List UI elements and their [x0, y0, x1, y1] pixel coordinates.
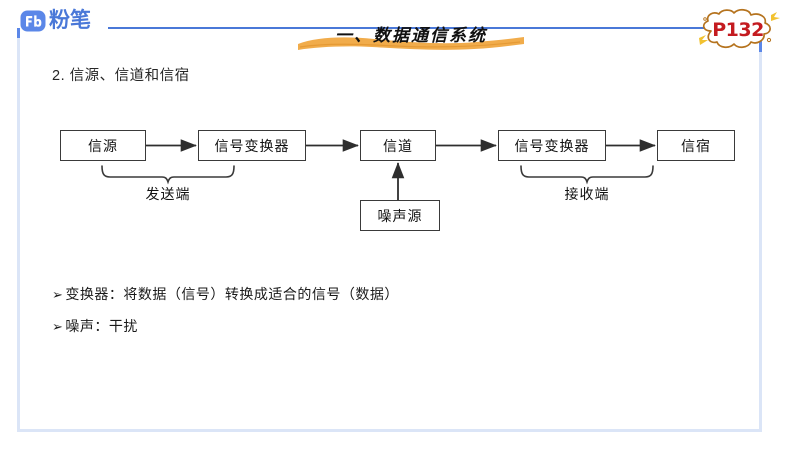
frame-border-top	[108, 27, 763, 29]
bullet-text-converter: 变换器：将数据（信号）转换成适合的信号（数据）	[65, 286, 399, 302]
page-number-label: P132	[712, 19, 764, 41]
bullet-item-converter: ➢ 变换器：将数据（信号）转换成适合的信号（数据）	[52, 284, 399, 304]
frame-border-right	[759, 30, 762, 432]
title-brush-stroke	[298, 37, 524, 50]
frame-border-bottom	[17, 429, 762, 432]
bullet-arrow-icon: ➢	[52, 319, 64, 334]
section-subheading: 2. 信源、信道和信宿	[52, 68, 190, 84]
bullet-item-noise: ➢ 噪声：干扰	[52, 316, 138, 336]
page-number-badge: P132	[693, 7, 783, 55]
bullet-text-noise: 噪声：干扰	[65, 318, 138, 334]
diagram-node-channel: 信道	[360, 130, 436, 161]
frame-border-left	[17, 30, 20, 432]
diagram-label-sending-end: 发送端	[145, 186, 191, 202]
diagram-node-converter-1: 信号变换器	[198, 130, 306, 161]
bullet-arrow-icon: ➢	[52, 287, 64, 302]
diagram-node-source: 信源	[60, 130, 146, 161]
page-title: 一、数据通信系统	[335, 26, 487, 45]
diagram-node-sink: 信宿	[657, 130, 735, 161]
diagram-node-noise-source: 噪声源	[360, 200, 440, 231]
slide-title-block: 一、数据通信系统	[296, 21, 526, 53]
fenbi-logo-icon	[20, 10, 46, 32]
diagram-node-converter-2: 信号变换器	[498, 130, 606, 161]
frame-border-top-left	[17, 28, 20, 38]
cloud-badge-icon	[699, 9, 780, 48]
diagram-label-receiving-end: 接收端	[564, 186, 610, 202]
brand-logo-text: 粉笔	[49, 9, 91, 32]
brand-logo: 粉笔	[20, 10, 91, 32]
